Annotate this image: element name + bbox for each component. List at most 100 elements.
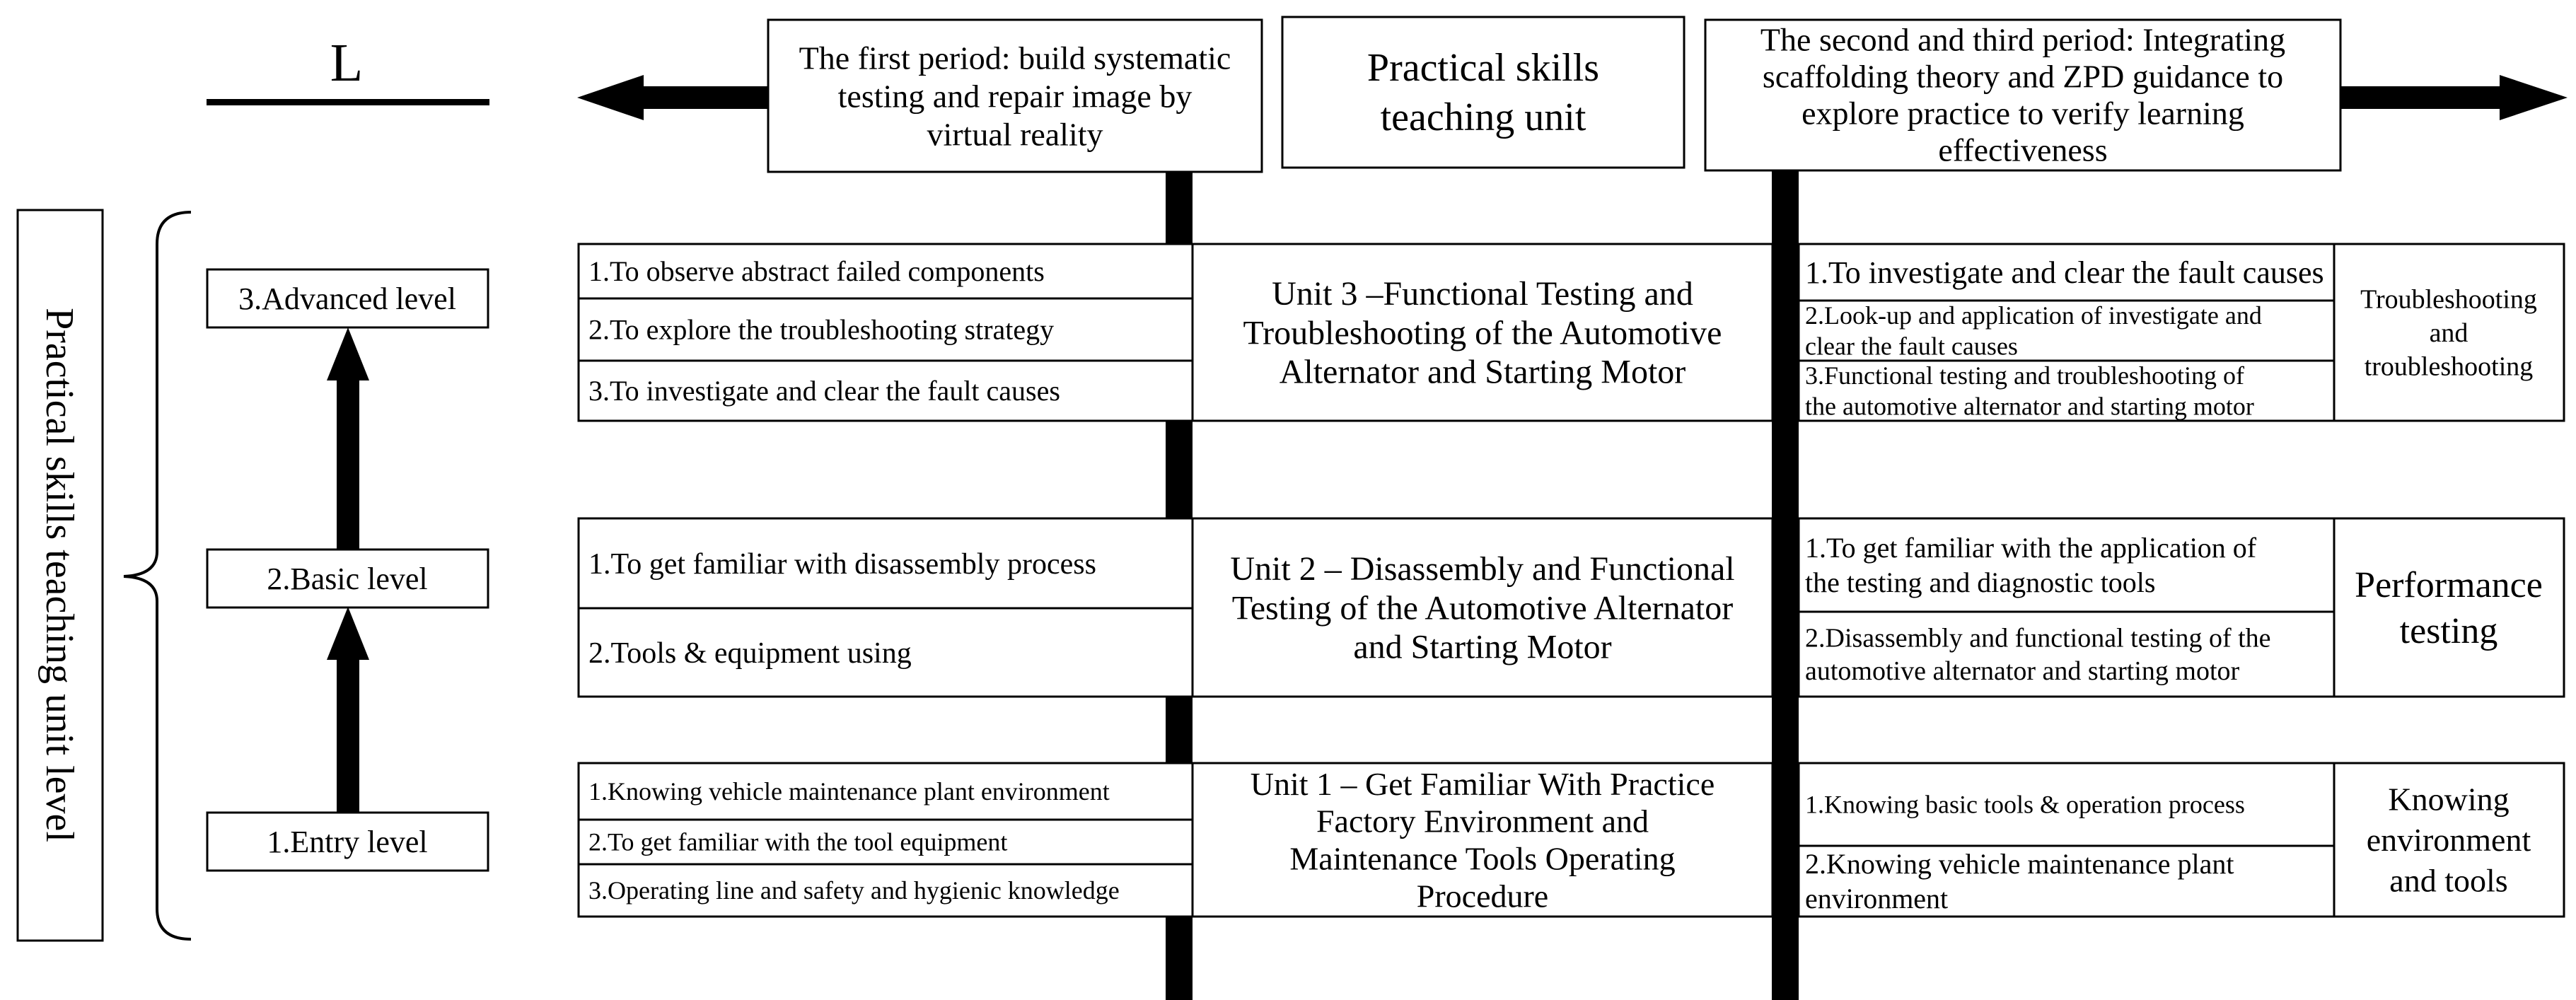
unit-3-left-item-text-line: 3.To investigate and clear the fault cau… <box>588 375 1060 407</box>
center-title-text: Practical skills teaching unit <box>1367 46 1599 139</box>
unit-3-outcome-box <box>2333 243 2565 422</box>
unit-2-outcome-line: Performance <box>2355 565 2543 605</box>
unit-3-left-item-text-line: 1.To observe abstract failed components <box>588 255 1045 287</box>
unit-1-right-item <box>1797 844 2336 918</box>
first-period-box <box>767 18 1263 173</box>
unit-3-right-item <box>1797 359 2336 422</box>
level-brace <box>123 211 192 941</box>
unit-3-right-item-text-line: the automotive alternator and starting m… <box>1805 393 2254 421</box>
unit-2-right-item <box>1797 610 2336 698</box>
unit-1-right-item-text: 1.Knowing basic tools & operation proces… <box>1805 791 2245 819</box>
unit-3-right-item-text-line: clear the fault causes <box>1805 332 2018 361</box>
unit-1-title-line: Procedure <box>1417 878 1548 914</box>
vertical-label-box <box>16 209 104 942</box>
unit-1-title-line: Maintenance Tools Operating <box>1289 841 1675 877</box>
unit-2-title-box <box>1191 517 1774 698</box>
unit-1-left-item <box>577 863 1194 918</box>
unit-1-outcome-box <box>2333 762 2565 918</box>
level-label-basic: 2.Basic level <box>267 562 427 596</box>
unit-1-title-line: Factory Environment and <box>1316 803 1649 839</box>
level-label-advanced: 3.Advanced level <box>238 281 456 316</box>
unit-2-right-item-text-line: 1.To get familiar with the application o… <box>1805 532 2257 564</box>
level-arrow-shaft-2 <box>337 377 359 550</box>
unit-1-left-item-text-line: 3.Operating line and safety and hygienic… <box>588 876 1120 905</box>
unit-1-left-item-text: 3.Operating line and safety and hygienic… <box>588 876 1120 905</box>
unit-3-outcome-line: troubleshooting <box>2365 351 2534 381</box>
unit-1-outcome-line: Knowing <box>2388 781 2509 818</box>
first-period-text-line: testing and repair image by <box>838 79 1193 115</box>
level-label-entry-line: 1.Entry level <box>267 825 427 859</box>
level-heading-line: L <box>330 33 363 93</box>
first-period-text-line: The first period: build systematic <box>799 40 1231 76</box>
unit-2-left-item-text-line: 2.Tools & equipment using <box>588 637 912 670</box>
unit-3-right-item-text-line: 3.Functional testing and troubleshooting… <box>1805 361 2244 390</box>
second-third-period-text: The second and third period: Integrating… <box>1760 22 2285 168</box>
unit-1-title-line: Unit 1 – Get Familiar With Practice <box>1251 766 1715 802</box>
unit-3-right-item <box>1797 299 2336 362</box>
unit-2-right-item-text-line: the testing and diagnostic tools <box>1805 566 2156 598</box>
unit-3-title-box <box>1191 243 1774 422</box>
unit-1-right-item <box>1797 762 2336 847</box>
level-box-advanced <box>206 268 489 329</box>
level-label-entry: 1.Entry level <box>267 825 427 859</box>
unit-2-right-item-text: 2.Disassembly and functional testing of … <box>1805 624 2271 686</box>
unit-1-outcome: Knowing environment and tools <box>2367 781 2531 899</box>
unit-2-outcome-box <box>2333 517 2565 698</box>
unit-3-title-line: Troubleshooting of the Automotive <box>1243 314 1722 351</box>
center-title-box <box>1281 16 1686 169</box>
level-box-entry <box>206 811 489 872</box>
unit-1-left-item-text: 2.To get familiar with the tool equipmen… <box>588 828 1007 856</box>
unit-3-title-line: Alternator and Starting Motor <box>1280 354 1686 391</box>
unit-3-left-item <box>577 297 1194 362</box>
unit-1-left-item <box>577 818 1194 866</box>
unit-1-outcome-line: environment <box>2367 822 2531 858</box>
unit-2-left-item <box>577 607 1194 698</box>
level-arrow-shaft-1 <box>337 656 359 813</box>
second-period-timeline-bar <box>1772 170 1799 1000</box>
center-title-text-line: Practical skills <box>1367 46 1599 90</box>
unit-2-right-item <box>1797 517 2336 613</box>
unit-3-title-line: Unit 3 –Functional Testing and <box>1272 275 1693 313</box>
second-third-period-text-line: explore practice to verify learning <box>1802 95 2244 132</box>
unit-2-title-line: and Starting Motor <box>1353 629 1611 666</box>
level-heading: L <box>330 33 363 93</box>
level-label-advanced-line: 3.Advanced level <box>238 281 456 316</box>
unit-1-right-item-text-line: 2.Knowing vehicle maintenance plant <box>1805 848 2234 880</box>
unit-1-right-item-text-line: 1.Knowing basic tools & operation proces… <box>1805 791 2245 819</box>
center-title-text-line: teaching unit <box>1381 95 1586 139</box>
unit-2-title-line: Unit 2 – Disassembly and Functional <box>1230 550 1734 588</box>
unit-1-outcome-line: and tools <box>2389 863 2507 899</box>
unit-2-left-item <box>577 517 1194 610</box>
unit-2-right-item-text-line: 2.Disassembly and functional testing of … <box>1805 624 2271 653</box>
unit-1-left-item-text-line: 1.Knowing vehicle maintenance plant envi… <box>588 777 1110 806</box>
unit-3-right-item-text: 3.Functional testing and troubleshooting… <box>1805 361 2254 421</box>
unit-2-title-line: Testing of the Automotive Alternator <box>1232 589 1734 627</box>
unit-2-right-item-text-line: automotive alternator and starting motor <box>1805 656 2240 686</box>
left-direction-arrow <box>577 75 770 120</box>
vertical-label-line: Practical skills teaching unit level <box>37 308 81 842</box>
unit-3-right-item-text-line: 1.To investigate and clear the fault cau… <box>1805 255 2324 290</box>
unit-3-left-item-text: 3.To investigate and clear the fault cau… <box>588 375 1060 407</box>
unit-2-left-item-text-line: 1.To get familiar with disassembly proce… <box>588 548 1096 581</box>
unit-3-outcome-line: Troubleshooting <box>2360 284 2537 314</box>
unit-2-right-item-text: 1.To get familiar with the application o… <box>1805 532 2257 598</box>
second-third-period-text-line: The second and third period: Integrating <box>1760 22 2285 58</box>
unit-3-left-item-text: 1.To observe abstract failed components <box>588 255 1045 287</box>
second-third-period-box <box>1704 18 2342 172</box>
first-period-text-line: virtual reality <box>927 117 1103 153</box>
unit-1-right-item-text-line: environment <box>1805 883 1948 914</box>
unit-3-outcome-line: and <box>2430 318 2468 348</box>
unit-3-right-item-text-line: 2.Look-up and application of investigate… <box>1805 301 2262 330</box>
right-direction-arrow <box>2340 75 2568 120</box>
unit-3-right-item-text: 1.To investigate and clear the fault cau… <box>1805 255 2324 290</box>
second-third-period-text-line: effectiveness <box>1938 132 2107 168</box>
unit-1-left-item-text: 1.Knowing vehicle maintenance plant envi… <box>588 777 1110 806</box>
unit-2-left-item-text: 1.To get familiar with disassembly proce… <box>588 548 1096 581</box>
